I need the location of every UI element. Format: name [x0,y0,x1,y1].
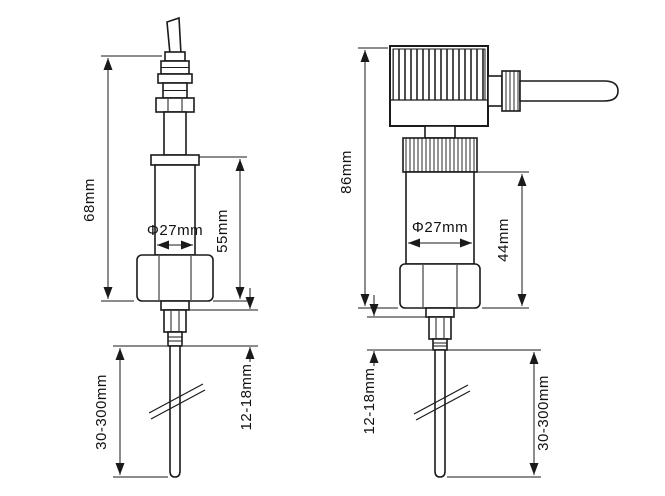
left-dim-overall-height: 68mm [81,55,162,302]
left-body-rim [150,154,200,166]
right-hex-nut-outline [399,263,481,309]
right-probe-label: 30-300mm [535,375,552,451]
left-small-hex [163,309,187,333]
left-probe-assembly [148,300,206,478]
left-hex-nut-outline [136,254,214,302]
left-dim-thread: 12-18mm [183,288,258,430]
left-cable-gland [155,51,195,156]
left-thread-label: 12-18mm [238,364,255,431]
left-probe-label: 30-300mm [93,374,110,450]
left-collar [160,300,190,311]
right-height-label: 86mm [338,150,355,194]
left-height-label: 68mm [81,178,98,222]
left-body [154,164,196,256]
left-break-line [150,389,206,420]
left-gland-cap [164,51,186,62]
right-probe [434,349,446,478]
right-connector-ridges [392,48,486,101]
left-thread [167,331,183,347]
left-diameter-label: Φ27mm [147,222,203,239]
right-thread-label: 12-18mm [361,368,378,435]
right-dimensions: 86mm 44mm Φ27mm 12-18mm 30-300mm [338,47,552,478]
right-dim-body-height: 44mm [476,171,529,309]
right-small-hex [428,316,452,340]
left-dim-body-height: 55mm [199,156,247,302]
right-din-connector [389,45,619,127]
left-cable [166,16,182,55]
right-probe-assembly [413,307,471,478]
left-dimensions: 68mm 55mm Φ27mm 12-18mm 30-300mm [81,55,258,478]
left-sensor-figure [136,16,214,478]
left-probe [169,345,181,478]
right-cable [519,80,619,102]
left-housing [150,154,200,256]
left-body-height-label: 55mm [214,209,231,253]
right-sensor-figure [389,45,619,478]
right-diameter-label: Φ27mm [412,219,468,236]
right-dim-probe-length: 30-300mm [447,349,552,478]
left-hex-nut [136,254,214,302]
right-neck [424,125,456,139]
left-break-line [148,383,204,414]
right-body-height-label: 44mm [495,218,512,262]
right-break-line [415,390,471,421]
right-collar [425,307,455,318]
right-gland-nut [501,70,521,112]
right-knurled-ring [402,137,478,173]
left-dim-diameter: Φ27mm [147,222,203,250]
left-gland-flange [157,73,193,84]
left-dim-probe-length: 30-300mm [93,345,168,478]
left-upper-stem [163,111,187,156]
right-hex-nut [399,263,481,309]
right-thread [432,338,448,351]
right-gland-neck [487,75,503,107]
left-gland-hex [155,97,195,113]
right-dim-thread: 12-18mm [361,295,432,434]
right-body [405,171,475,265]
right-dim-diameter: Φ27mm [408,219,472,248]
right-break-line [413,384,469,415]
